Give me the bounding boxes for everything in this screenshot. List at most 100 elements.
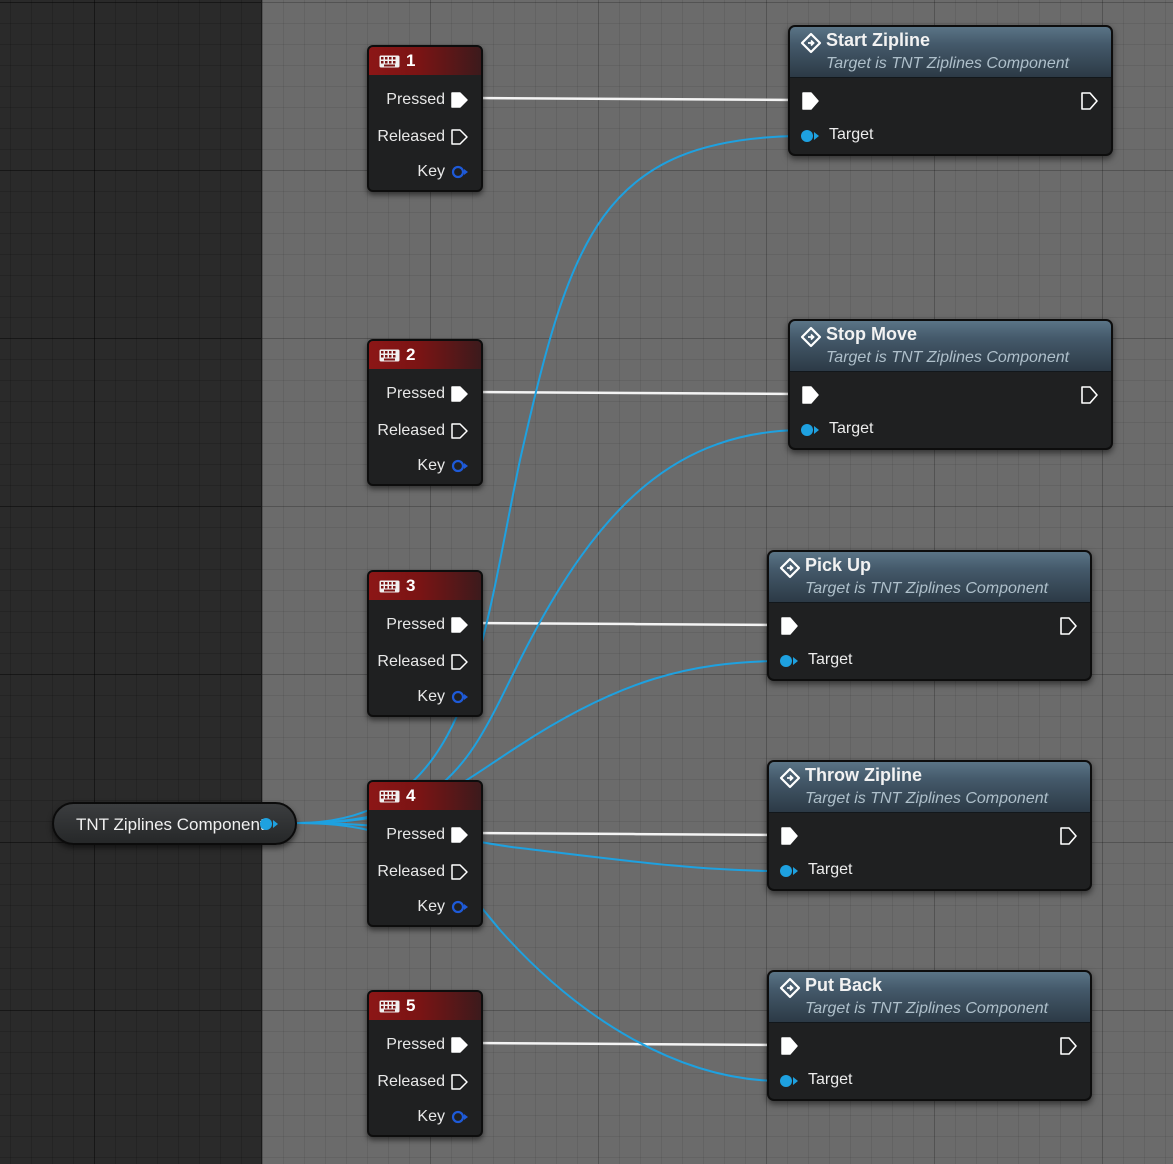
exec-wire-4 xyxy=(471,831,780,837)
exec-input-pin-icon[interactable] xyxy=(781,1037,799,1055)
exec-output-pin-icon[interactable] xyxy=(1060,827,1078,845)
pin-label-released: Released xyxy=(377,422,445,439)
key-pin-row[interactable]: Key xyxy=(369,687,481,707)
exec-input-pin-icon[interactable] xyxy=(781,827,799,845)
released-pin-row[interactable]: Released xyxy=(369,127,481,147)
target-pin-icon[interactable] xyxy=(779,1074,799,1088)
exec-pin-empty-icon[interactable] xyxy=(451,1074,469,1090)
target-pin-label: Target xyxy=(829,420,874,437)
pressed-pin-row[interactable]: Pressed xyxy=(369,384,481,404)
target-pin-icon[interactable] xyxy=(800,423,820,437)
released-pin-row[interactable]: Released xyxy=(369,862,481,882)
key-node-header: 4 xyxy=(369,782,481,810)
pin-label-released: Released xyxy=(377,1073,445,1090)
keyboard-icon xyxy=(379,55,400,67)
exec-pin-empty-icon[interactable] xyxy=(451,423,469,439)
exec-output-pin-icon[interactable] xyxy=(1060,1037,1078,1055)
exec-wire-1 xyxy=(471,96,801,102)
pin-label-pressed: Pressed xyxy=(386,385,445,402)
keyboard-icon xyxy=(379,1000,400,1012)
input-key-node-2[interactable]: 2 Pressed Released Key xyxy=(367,339,483,486)
input-key-node-4[interactable]: 4 Pressed Released Key xyxy=(367,780,483,927)
exec-pin-filled-icon[interactable] xyxy=(451,1037,469,1053)
pressed-pin-row[interactable]: Pressed xyxy=(369,90,481,110)
key-pin-row[interactable]: Key xyxy=(369,897,481,917)
tnt-ziplines-component-variable-node[interactable]: TNT Ziplines Component xyxy=(52,802,297,845)
function-subtitle: Target is TNT Ziplines Component xyxy=(826,55,1070,72)
function-title: Stop Move xyxy=(826,324,918,344)
function-call-icon xyxy=(779,977,801,999)
exec-pin-filled-icon[interactable] xyxy=(451,617,469,633)
pressed-pin-row[interactable]: Pressed xyxy=(369,825,481,845)
function-call-icon xyxy=(779,557,801,579)
exec-output-pin-icon[interactable] xyxy=(1060,617,1078,635)
pin-label-released: Released xyxy=(377,653,445,670)
struct-pin-icon[interactable] xyxy=(451,899,469,915)
pressed-pin-row[interactable]: Pressed xyxy=(369,1035,481,1055)
released-pin-row[interactable]: Released xyxy=(369,652,481,672)
key-node-header: 5 xyxy=(369,992,481,1020)
input-key-node-3[interactable]: 3 Pressed Released Key xyxy=(367,570,483,717)
keyboard-icon xyxy=(379,580,400,592)
pin-label-released: Released xyxy=(377,128,445,145)
target-pin-label: Target xyxy=(808,651,853,668)
pin-label-pressed: Pressed xyxy=(386,91,445,108)
graph-side-panel xyxy=(0,0,262,1164)
released-pin-row[interactable]: Released xyxy=(369,421,481,441)
key-node-title: 2 xyxy=(406,345,416,364)
target-pin-icon[interactable] xyxy=(800,129,820,143)
key-pin-row[interactable]: Key xyxy=(369,162,481,182)
function-title: Throw Zipline xyxy=(805,765,922,785)
struct-pin-icon[interactable] xyxy=(451,164,469,180)
keyboard-icon xyxy=(379,349,400,361)
key-node-header: 3 xyxy=(369,572,481,600)
exec-pin-empty-icon[interactable] xyxy=(451,129,469,145)
exec-pin-filled-icon[interactable] xyxy=(451,92,469,108)
function-node-throw-zipline[interactable]: Throw Zipline Target is TNT Ziplines Com… xyxy=(767,760,1092,891)
function-subtitle: Target is TNT Ziplines Component xyxy=(805,1000,1049,1017)
struct-pin-icon[interactable] xyxy=(451,458,469,474)
pin-label-key: Key xyxy=(417,163,445,180)
key-node-header: 2 xyxy=(369,341,481,369)
exec-input-pin-icon[interactable] xyxy=(802,386,820,404)
pin-label-pressed: Pressed xyxy=(386,616,445,633)
target-pin-label: Target xyxy=(829,126,874,143)
exec-pin-empty-icon[interactable] xyxy=(451,654,469,670)
released-pin-row[interactable]: Released xyxy=(369,1072,481,1092)
target-pin-icon[interactable] xyxy=(779,864,799,878)
function-subtitle: Target is TNT Ziplines Component xyxy=(805,790,1049,807)
exec-pin-filled-icon[interactable] xyxy=(451,386,469,402)
function-call-icon xyxy=(779,767,801,789)
pin-label-key: Key xyxy=(417,1108,445,1125)
exec-wire-3 xyxy=(471,621,780,627)
key-pin-row[interactable]: Key xyxy=(369,1107,481,1127)
struct-pin-icon[interactable] xyxy=(451,689,469,705)
struct-pin-icon[interactable] xyxy=(451,1109,469,1125)
exec-pin-filled-icon[interactable] xyxy=(451,827,469,843)
exec-input-pin-icon[interactable] xyxy=(781,617,799,635)
target-pin-label: Target xyxy=(808,1071,853,1088)
object-output-pin-icon[interactable] xyxy=(259,817,279,831)
exec-pin-empty-icon[interactable] xyxy=(451,864,469,880)
key-pin-row[interactable]: Key xyxy=(369,456,481,476)
input-key-node-1[interactable]: 1 Pressed Released Key xyxy=(367,45,483,192)
keyboard-icon xyxy=(379,790,400,802)
exec-wire-2 xyxy=(471,390,801,396)
key-node-title: 4 xyxy=(406,786,416,805)
pressed-pin-row[interactable]: Pressed xyxy=(369,615,481,635)
function-node-pick-up[interactable]: Pick Up Target is TNT Ziplines Component… xyxy=(767,550,1092,681)
target-pin-icon[interactable] xyxy=(779,654,799,668)
exec-output-pin-icon[interactable] xyxy=(1081,92,1099,110)
function-node-put-back[interactable]: Put Back Target is TNT Ziplines Componen… xyxy=(767,970,1092,1101)
function-node-start-zipline[interactable]: Start Zipline Target is TNT Ziplines Com… xyxy=(788,25,1113,156)
input-key-node-5[interactable]: 5 Pressed Released Key xyxy=(367,990,483,1137)
function-node-stop-move[interactable]: Stop Move Target is TNT Ziplines Compone… xyxy=(788,319,1113,450)
variable-label: TNT Ziplines Component xyxy=(76,815,265,834)
function-call-icon xyxy=(800,326,822,348)
exec-output-pin-icon[interactable] xyxy=(1081,386,1099,404)
function-title: Put Back xyxy=(805,975,883,995)
exec-input-pin-icon[interactable] xyxy=(802,92,820,110)
function-node-header: Throw Zipline Target is TNT Ziplines Com… xyxy=(769,762,1090,813)
function-node-header: Pick Up Target is TNT Ziplines Component xyxy=(769,552,1090,603)
